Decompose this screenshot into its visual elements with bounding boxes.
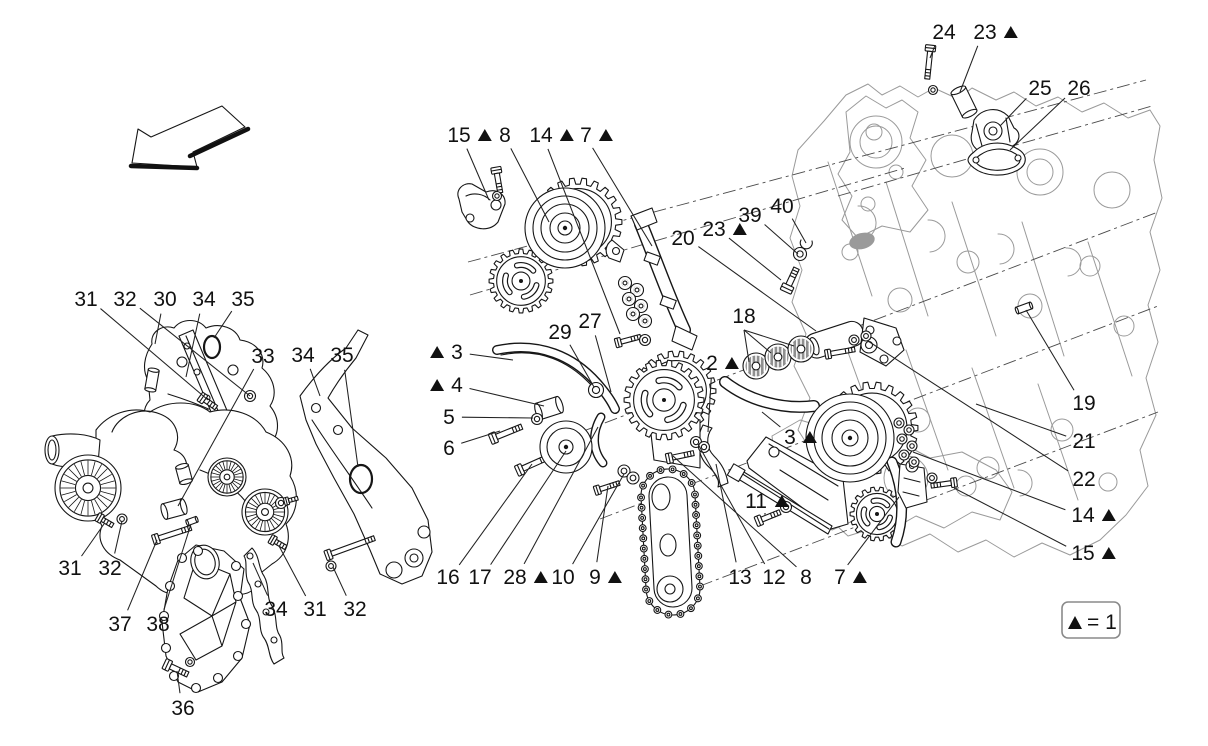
part-label-22: 22 [1072, 468, 1095, 491]
part-label-20: 20 [671, 227, 694, 250]
part-label-36: 36 [171, 697, 194, 720]
qty-triangle-icon [802, 431, 817, 443]
part-label-13: 13 [728, 566, 751, 589]
part-label-6: 6 [443, 437, 455, 460]
part-label-34: 34 [291, 344, 315, 367]
part-label-34: 34 [264, 598, 288, 621]
part-label-14: 14 [1071, 504, 1095, 527]
qty-triangle-icon [430, 379, 445, 391]
qty-triangle-icon [774, 495, 789, 507]
part-label-9: 9 [589, 566, 601, 589]
part-label-3: 3 [451, 341, 463, 364]
tensioner-shoe [719, 376, 820, 413]
water-pump-assembly [44, 319, 433, 694]
timing-gears-front [487, 44, 1034, 619]
part-label-26: 26 [1067, 77, 1090, 100]
qty-triangle-icon [724, 357, 739, 369]
part-label-12: 12 [762, 566, 785, 589]
part-label-3: 3 [784, 426, 796, 449]
part-label-32: 32 [343, 598, 366, 621]
part-label-16: 16 [436, 566, 459, 589]
part-label-31: 31 [303, 598, 326, 621]
part-label-23: 23 [973, 21, 996, 44]
part-label-8: 8 [499, 124, 511, 147]
part-label-7: 7 [834, 566, 846, 589]
tensioner-pad [897, 463, 928, 509]
timing-cover [161, 544, 251, 693]
pivot-bracket [697, 424, 729, 488]
legend-text: = 1 [1087, 611, 1117, 634]
part-label-25: 25 [1028, 77, 1051, 100]
part-label-34: 34 [192, 288, 216, 311]
cover-gasket [243, 547, 285, 665]
pump-body [86, 402, 297, 596]
block-oil-gallery-plug [849, 232, 875, 250]
part-label-37: 37 [108, 613, 131, 636]
part-label-35: 35 [231, 288, 254, 311]
qty-triangle-icon [607, 571, 622, 583]
part-label-8: 8 [800, 566, 812, 589]
part-label-10: 10 [551, 566, 574, 589]
part-label-31: 31 [58, 557, 81, 580]
part-label-18: 18 [732, 305, 755, 328]
mounting-bracket [299, 329, 433, 585]
part-label-31: 31 [74, 288, 97, 311]
legend-triangle-icon [1068, 616, 1082, 629]
qty-triangle-icon [477, 129, 492, 141]
part-label-29: 29 [548, 321, 571, 344]
part-label-19: 19 [1072, 392, 1095, 415]
qty-triangle-icon [1101, 547, 1116, 559]
direction-arrow-icon [128, 105, 251, 171]
part-label-4: 4 [451, 374, 463, 397]
qty-triangle-icon [1003, 26, 1018, 38]
part-label-7: 7 [580, 124, 592, 147]
part-label-5: 5 [443, 406, 455, 429]
part-label-27: 27 [578, 310, 601, 333]
part-label-38: 38 [146, 613, 169, 636]
part-label-15: 15 [1071, 542, 1094, 565]
legend: = 1 [1061, 601, 1121, 639]
variator-mount-parts [967, 109, 1026, 176]
qty-triangle-icon [533, 571, 548, 583]
part-label-24: 24 [932, 21, 956, 44]
part-label-32: 32 [98, 557, 121, 580]
part-label-40: 40 [770, 195, 793, 218]
qty-triangle-icon [559, 129, 574, 141]
tension-blade [886, 456, 908, 548]
water-pump-hardware [54, 334, 376, 678]
part-label-28: 28 [503, 566, 526, 589]
qty-triangle-icon [1101, 509, 1116, 521]
part-label-21: 21 [1072, 430, 1095, 453]
qty-triangle-icon [598, 129, 613, 141]
part-label-35: 35 [330, 344, 353, 367]
part-label-2: 2 [706, 352, 718, 375]
part-label-32: 32 [113, 288, 136, 311]
qty-triangle-icon [430, 346, 445, 358]
part-label-17: 17 [468, 566, 491, 589]
qty-triangle-icon [852, 571, 867, 583]
part-label-39: 39 [738, 204, 761, 227]
part-label-33: 33 [251, 345, 274, 368]
tensioner-shoe [725, 382, 814, 407]
part-label-14: 14 [529, 124, 553, 147]
qty-triangle-icon [732, 223, 747, 235]
part-label-11: 11 [745, 490, 767, 513]
part-label-30: 30 [153, 288, 176, 311]
chain-guide-left [492, 342, 620, 414]
part-label-15: 15 [447, 124, 470, 147]
part-label-23: 23 [702, 218, 725, 241]
chain-shoe [590, 412, 608, 468]
